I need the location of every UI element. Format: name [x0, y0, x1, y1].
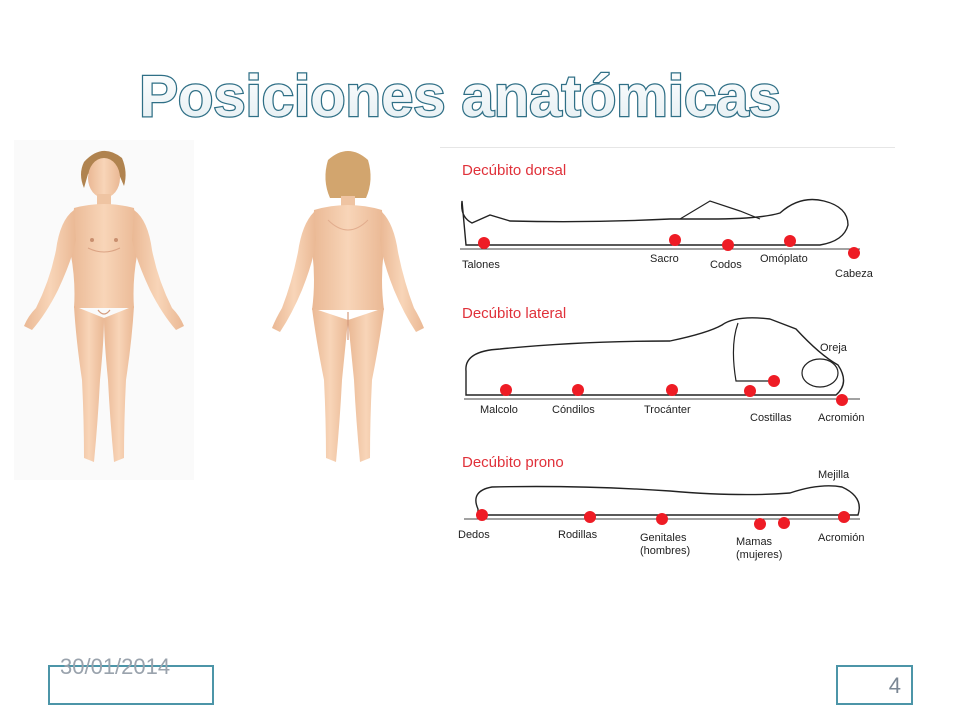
heading-decubito-prono: Decúbito prono — [462, 454, 564, 471]
label-genitales: Genitales — [640, 532, 687, 544]
slide-title: Posiciones anatómicas — [138, 63, 782, 131]
label-acromion-prono: Acromión — [818, 532, 864, 544]
heading-decubito-dorsal: Decúbito dorsal — [462, 162, 566, 179]
title-text: Posiciones anatómicas — [139, 64, 780, 129]
label-dedos: Dedos — [458, 529, 490, 541]
label-condilos: Cóndilos — [552, 404, 595, 416]
label-acromion-lateral: Acromión — [818, 412, 864, 424]
page-number-box: 4 — [836, 665, 913, 705]
label-rodillas: Rodillas — [558, 529, 598, 541]
decubito-drawing: Decúbito dorsal Talones Sacro Codos Omóp… — [458, 162, 874, 561]
date-footer: 30/01/2014 — [60, 654, 171, 679]
anatomical-back-figure — [272, 151, 424, 462]
label-mamas: Mamas — [736, 536, 773, 548]
label-trocanter: Trocánter — [644, 404, 691, 416]
label-sacro: Sacro — [650, 253, 679, 265]
divider — [440, 147, 895, 148]
label-hombres: (hombres) — [640, 545, 690, 557]
label-codos: Codos — [710, 259, 742, 271]
label-costillas: Costillas — [750, 412, 792, 424]
label-omoplato: Omóplato — [760, 253, 808, 265]
label-mujeres: (mujeres) — [736, 549, 782, 561]
date-footer-box — [48, 665, 214, 705]
label-malcolo: Malcolo — [480, 404, 518, 416]
label-oreja: Oreja — [820, 342, 848, 354]
heading-decubito-lateral: Decúbito lateral — [462, 305, 566, 322]
anatomical-front-figure — [14, 140, 194, 480]
page-number: 4 — [888, 673, 901, 698]
decubito-diagram: Decúbito dorsal Talones Sacro Codos Omóp… — [440, 145, 900, 570]
label-cabeza: Cabeza — [835, 268, 874, 280]
label-talones: Talones — [462, 259, 500, 271]
label-mejilla: Mejilla — [818, 469, 850, 481]
